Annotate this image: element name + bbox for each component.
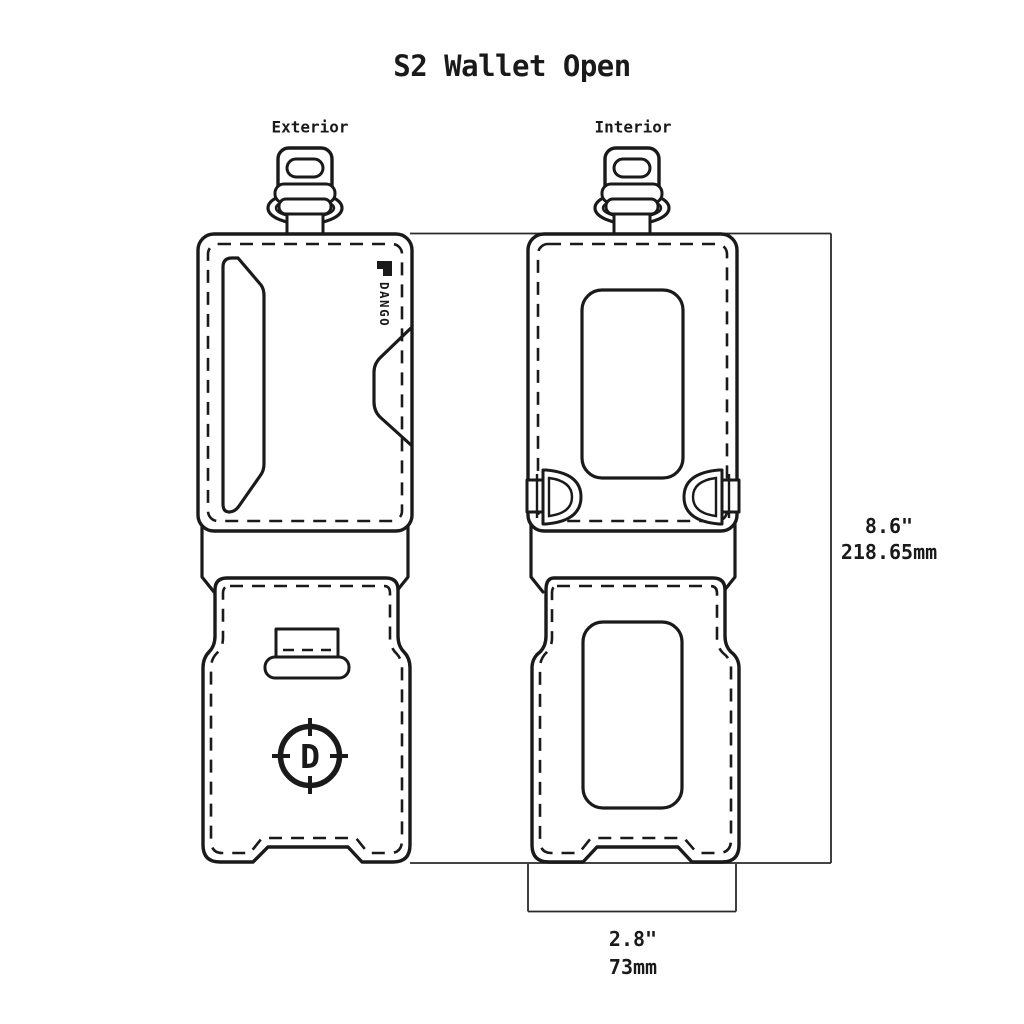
exterior-pocket-notch <box>372 326 413 447</box>
interior-bottom-card-window <box>581 620 684 810</box>
dango-logo: DANGO <box>377 261 392 327</box>
d-ring-right-icon <box>682 468 741 526</box>
interior-view-label: Interior <box>594 117 672 137</box>
interior-top-card-window <box>580 288 685 480</box>
exterior-bottom-flap <box>201 576 412 864</box>
money-strap-tab <box>263 627 351 680</box>
d-ring-left-icon <box>525 468 583 526</box>
exterior-view: DANGO D <box>196 146 414 864</box>
interior-top-panel <box>526 232 739 533</box>
belt-clip-icon <box>266 146 344 237</box>
height-dimension-inches: 8.6" <box>864 514 914 538</box>
width-dimension-inches: 2.8" <box>608 927 658 951</box>
belt-clip-icon <box>593 146 671 237</box>
interior-view <box>525 146 741 864</box>
interior-top-stitching <box>536 242 729 523</box>
width-dimension-mm: 73mm <box>608 955 658 979</box>
exterior-view-label: Exterior <box>271 117 349 137</box>
spine-band <box>200 522 410 594</box>
exterior-card-slot <box>221 256 266 514</box>
exterior-top-stitching <box>206 242 404 523</box>
dango-logo-text: DANGO <box>377 282 392 327</box>
dango-emblem-icon: D <box>272 718 348 794</box>
emblem-letter: D <box>300 737 320 776</box>
exterior-top-panel <box>196 232 414 533</box>
spine-band <box>529 522 737 594</box>
page-title: S2 Wallet Open <box>393 49 631 83</box>
height-dimension-mm: 218.65mm <box>840 540 938 564</box>
